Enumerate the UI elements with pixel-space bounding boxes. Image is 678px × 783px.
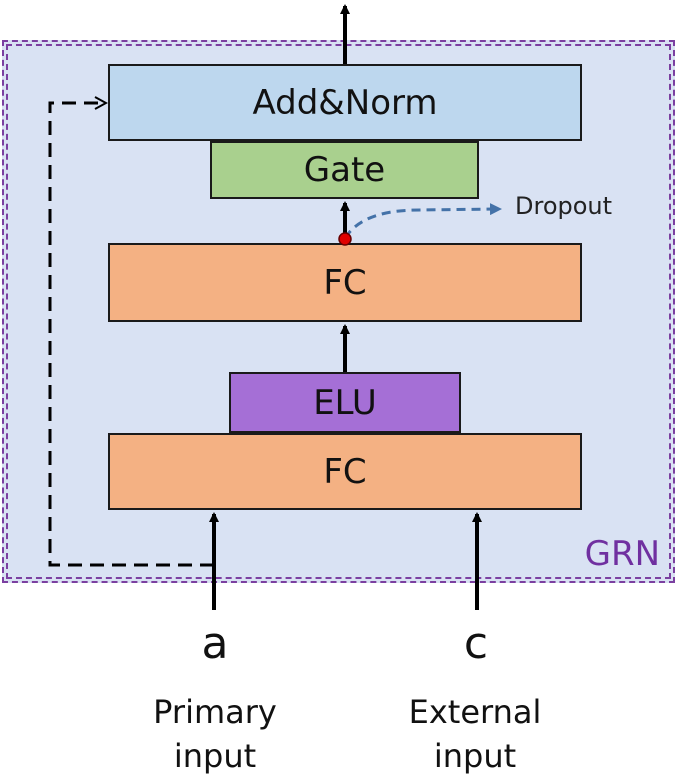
external-input-label-line1: External — [408, 693, 542, 731]
skip-connection — [48, 103, 214, 567]
primary-input-symbol: a — [201, 618, 229, 669]
primary-input-label: Primary input — [120, 690, 310, 778]
fc-bottom-label: FC — [323, 451, 367, 492]
primary-input-label-line1: Primary — [153, 693, 277, 731]
external-input-label: External input — [380, 690, 570, 778]
gate-block: Gate — [210, 141, 479, 199]
add-norm-label: Add&Norm — [252, 82, 438, 123]
primary-input-label-line2: input — [173, 737, 257, 775]
external-input-label-line2: input — [433, 737, 517, 775]
fc-top-label: FC — [323, 262, 367, 303]
dropout-arrow — [343, 203, 502, 239]
fc-bottom-block: FC — [108, 433, 582, 510]
grn-label: GRN — [584, 534, 660, 574]
elu-label: ELU — [313, 382, 377, 423]
gate-label: Gate — [303, 150, 386, 190]
add-norm-block: Add&Norm — [108, 64, 582, 141]
dropout-label: Dropout — [515, 192, 613, 220]
elu-block: ELU — [229, 372, 461, 433]
fc-top-block: FC — [108, 243, 582, 322]
dropout-dot — [338, 232, 352, 246]
external-input-symbol: c — [463, 618, 489, 669]
